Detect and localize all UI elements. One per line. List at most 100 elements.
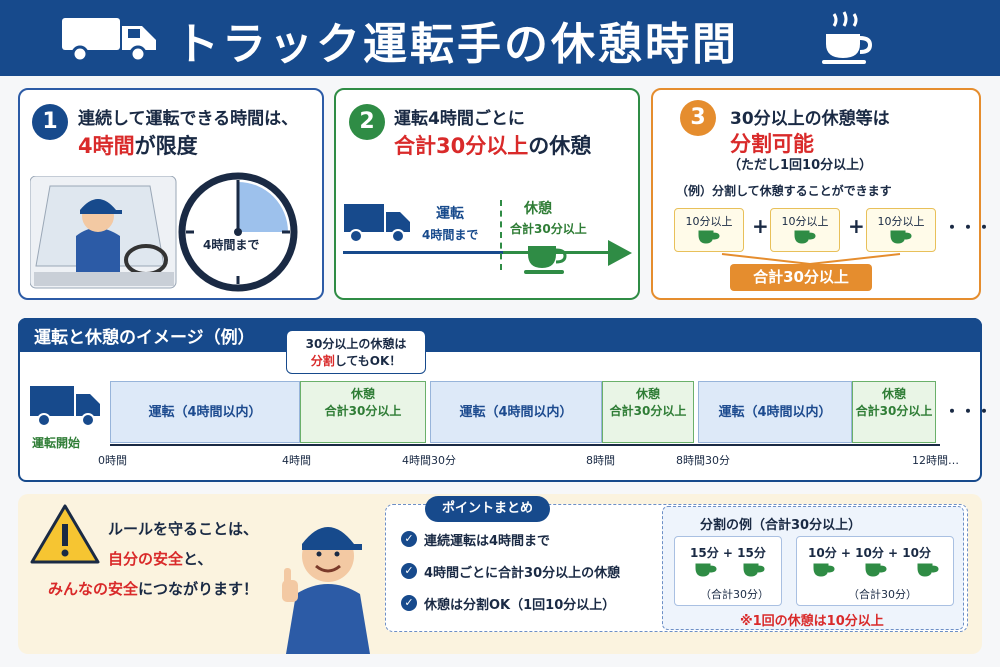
tick-label: 12時間… xyxy=(912,454,959,467)
example-box-1 xyxy=(674,536,782,606)
point-item: 連続運転は4時間まで xyxy=(424,534,551,549)
drive-block: 運転（4時間以内） xyxy=(430,381,602,443)
callout-bubble: 30分以上の休憩は 分割してもOK！ xyxy=(286,330,426,374)
callout-rest: してもOK！ xyxy=(334,354,402,368)
start-label: 運転開始 xyxy=(32,436,81,450)
rule-emphasis-red: 合計30分以上 xyxy=(394,134,529,158)
truck-icon xyxy=(62,18,156,63)
rule-example: （例）分割して休憩することができます xyxy=(676,184,892,198)
message-line2: 自分の安全と、 xyxy=(108,548,212,569)
arrow-icon xyxy=(608,240,632,266)
rule-text: 連続して運転できる時間は、 xyxy=(78,109,299,129)
truck-icon xyxy=(30,386,100,427)
callout-line2: 分割してもOK！ xyxy=(287,352,425,369)
footnote: ※1回の休憩は10分以上 xyxy=(740,614,884,629)
example-value: 10分 xyxy=(855,546,884,560)
rest-sub: 合計30分以上 xyxy=(324,404,402,418)
tick-label: 4時間30分 xyxy=(402,454,456,467)
rest-block: 休憩合計30分以上 xyxy=(602,381,694,443)
coffee-cup-icon xyxy=(813,563,835,577)
rule-emphasis: 合計30分以上の休憩 xyxy=(394,130,591,160)
coffee-cup-icon xyxy=(917,563,939,577)
rest-sub: 合計30分以上 xyxy=(609,404,687,418)
rest-sub: 合計30分以上 xyxy=(510,222,587,236)
rule-note: （ただし1回10分以上） xyxy=(728,158,873,173)
example-values: 10分 + 10分 + 10分 xyxy=(808,544,931,561)
example-value: 15分 xyxy=(737,546,766,560)
message-line3: みんなの安全につながります！ xyxy=(48,578,258,599)
drive-sub: 4時間まで xyxy=(422,228,479,242)
example-value: 15分 xyxy=(690,546,719,560)
timeline-title: 運転と休憩のイメージ（例） xyxy=(34,328,255,348)
message-line1: ルールを守ることは、 xyxy=(108,520,259,538)
driver-illustration xyxy=(30,176,177,289)
example-value: 10分 xyxy=(902,546,931,560)
check-icon: ✓ xyxy=(401,595,417,611)
rule-card-2 xyxy=(334,88,640,300)
example-value: 10分 xyxy=(808,546,837,560)
rule-number: 1 xyxy=(32,104,68,140)
clock-label: 4時間まで xyxy=(203,238,260,252)
rule-emphasis: 4時間が限度 xyxy=(78,130,198,160)
split-box-label: 10分以上 xyxy=(781,215,829,228)
tick-label: 4時間 xyxy=(282,454,311,467)
tick-label: 0時間 xyxy=(98,454,127,467)
example-total: （合計30分） xyxy=(700,588,769,601)
coffee-cup-icon xyxy=(865,563,887,577)
clock-icon xyxy=(178,172,298,292)
rule-number: 2 xyxy=(349,104,385,140)
tick-label: 8時間 xyxy=(586,454,615,467)
tick-label: 8時間30分 xyxy=(676,454,730,467)
split-box-label: 10分以上 xyxy=(685,215,733,228)
rule-text: 運転4時間ごとに xyxy=(394,109,525,129)
coffee-cup-icon xyxy=(524,246,567,274)
split-box: 10分以上 xyxy=(674,208,744,252)
point-item: 休憩は分割OK（1回10分以上） xyxy=(424,598,616,613)
plus-sign: + xyxy=(848,214,865,238)
timeline-header xyxy=(18,318,982,352)
example-values: 15分 + 15分 xyxy=(690,544,766,561)
rest-block: 休憩合計30分以上 xyxy=(300,381,426,443)
rule-emphasis-red: 分割可能 xyxy=(730,132,814,156)
split-box-label: 10分以上 xyxy=(877,215,925,228)
ellipsis: ・・・ xyxy=(944,218,993,237)
division-title: 分割の例（合計30分以上） xyxy=(700,518,862,533)
page-title: トラック運転手の休憩時間 xyxy=(175,19,739,70)
callout-red: 分割 xyxy=(310,354,335,368)
time-axis xyxy=(110,444,940,446)
split-box: 10分以上 xyxy=(866,208,936,252)
message-mid: と、 xyxy=(183,550,213,568)
rest-label: 休憩 xyxy=(881,387,906,401)
plus-sign: + xyxy=(722,546,733,560)
coffee-cup-icon xyxy=(743,563,765,577)
split-box: 10分以上 xyxy=(770,208,840,252)
point-item: 4時間ごとに合計30分以上の休憩 xyxy=(424,566,621,581)
warning-icon xyxy=(30,504,100,564)
rest-line xyxy=(503,251,615,254)
rest-label: 休憩 xyxy=(635,387,660,401)
rest-block: 休憩合計30分以上 xyxy=(852,381,936,443)
example-total: （合計30分） xyxy=(848,588,917,601)
drive-block: 運転（4時間以内） xyxy=(698,381,852,443)
rule-emphasis-rest: の休憩 xyxy=(528,134,592,158)
divider xyxy=(500,200,502,270)
rest-sub: 合計30分以上 xyxy=(855,404,933,418)
rule-number: 3 xyxy=(680,100,716,136)
message-red2: みんなの安全 xyxy=(48,580,139,598)
coffee-cup-icon xyxy=(794,230,816,244)
plus-sign: + xyxy=(840,546,851,560)
rest-label: 休憩 xyxy=(350,387,375,401)
message-end: につながります！ xyxy=(138,580,259,598)
ellipsis: ・・・ xyxy=(944,402,993,421)
worker-illustration xyxy=(282,527,370,654)
total-badge: 合計30分以上 xyxy=(730,264,872,291)
coffee-cup-icon xyxy=(890,230,912,244)
truck-icon xyxy=(344,204,410,243)
rule-emphasis-red: 4時間 xyxy=(78,134,135,158)
callout-line1: 30分以上の休憩は xyxy=(305,337,407,351)
plus-sign: + xyxy=(888,546,899,560)
drive-block: 運転（4時間以内） xyxy=(110,381,300,443)
drive-label: 運転 xyxy=(436,206,464,222)
rest-label: 休憩 xyxy=(524,201,552,217)
points-title: ポイントまとめ xyxy=(425,496,550,522)
